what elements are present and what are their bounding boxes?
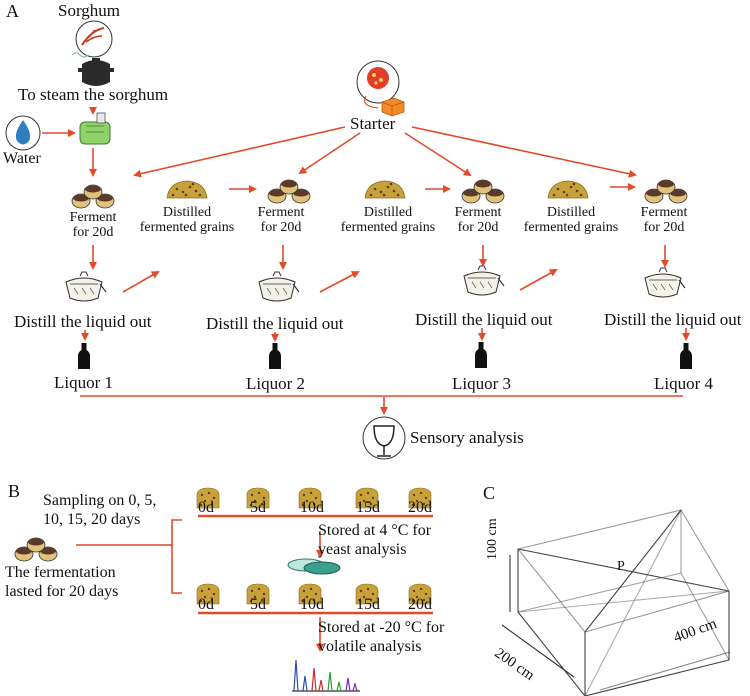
- still-icon-4: [644, 267, 686, 298]
- liquor-label-2: Liquor 2: [246, 374, 306, 393]
- grain-pile-icon-2: [364, 180, 406, 199]
- still-icon-1: [65, 271, 107, 302]
- room-box-wireframe: [501, 509, 731, 696]
- height-dimension-label: 100 cm: [485, 518, 500, 560]
- wine-glass-icon: [362, 416, 406, 460]
- ferment-label-3: Ferment for 20d: [440, 205, 516, 235]
- fermentation-pots-icon: [14, 537, 58, 562]
- liquor-label-3: Liquor 3: [452, 374, 512, 393]
- steam-label: To steam the sorghum: [18, 85, 169, 104]
- water-drop-icon: [5, 115, 41, 151]
- distilled-line-2: fermented grains: [523, 219, 619, 235]
- chromatogram-icon: [292, 659, 360, 692]
- point-p-label: P: [617, 559, 625, 574]
- fermentation-line-2: lasted for 20 days: [5, 583, 119, 601]
- ferment-pots-icon-1: [71, 184, 115, 209]
- liquor-label-4: Liquor 4: [654, 374, 714, 393]
- ferment-line-2: for 20d: [72, 224, 114, 240]
- steam-pot-icon: [71, 52, 114, 86]
- starter-label: Starter: [350, 114, 396, 133]
- sampling-line-2: 10, 15, 20 days: [43, 511, 141, 529]
- ferment-line-1: Ferment: [69, 210, 117, 225]
- stored-yeast-line-1: Stored at 4 °C for: [318, 522, 432, 539]
- stored-volatile-line-1: Stored at -20 °C for: [318, 619, 445, 636]
- ferment-pots-icon-4: [644, 179, 688, 204]
- sorghum-icon: [75, 20, 113, 58]
- panel-label-a: A: [6, 1, 19, 21]
- distilled-line-1: Distilled: [162, 205, 212, 220]
- bottle-icon-4: [680, 343, 692, 369]
- steamer-icon: [79, 112, 111, 145]
- fermentation-duration-label: The fermentation lasted for 20 days: [5, 563, 118, 601]
- distill-label-3: Distill the liquid out: [415, 310, 553, 329]
- ferment-label-2: Ferment for 20d: [243, 205, 319, 235]
- grain-pile-icon-1: [166, 180, 208, 199]
- sampling-line-1: Sampling on 0, 5,: [43, 492, 157, 509]
- panel-label-c: C: [483, 483, 496, 503]
- day-label-0-top: 0d: [198, 499, 214, 516]
- panel-label-b: B: [8, 481, 21, 501]
- day-label-15-bottom: 15d: [356, 596, 380, 613]
- bottle-icon-2: [269, 343, 281, 369]
- panel-b-arrows: [76, 519, 324, 652]
- still-icon-3: [463, 265, 505, 296]
- bottle-icon-3: [475, 342, 487, 368]
- stored-yeast-label: Stored at 4 °C for yeast analysis: [318, 521, 431, 559]
- day-label-0-bottom: 0d: [198, 596, 214, 613]
- ferment-label-1: Ferment for 20d: [55, 210, 131, 240]
- panel-a-arrows: [42, 107, 690, 415]
- ferment-pots-icon-2: [267, 179, 311, 204]
- day-label-5-top: 5d: [250, 499, 266, 516]
- grain-pile-icon-3: [547, 180, 589, 199]
- still-icon-2: [258, 271, 300, 302]
- day-label-20-bottom: 20d: [408, 596, 432, 613]
- stored-volatile-line-2: volatile analysis: [318, 638, 422, 656]
- bottle-icon-1: [78, 343, 90, 369]
- ferment-pots-icon-3: [461, 179, 505, 204]
- distilled-line-2: fermented grains: [139, 219, 235, 235]
- day-label-5-bottom: 5d: [250, 596, 266, 613]
- stored-yeast-line-2: yeast analysis: [318, 541, 407, 559]
- ferment-line-2: for 20d: [457, 219, 499, 235]
- sensory-analysis-label: Sensory analysis: [410, 428, 524, 447]
- distilled-grains-label-3: Distilled fermented grains: [516, 205, 626, 235]
- ferment-label-4: Ferment for 20d: [626, 205, 702, 235]
- distilled-line-2: fermented grains: [340, 219, 436, 235]
- petri-dish-icon: [287, 558, 341, 575]
- starter-icon: [356, 60, 405, 117]
- stored-volatile-label: Stored at -20 °C for volatile analysis: [318, 618, 444, 656]
- ferment-line-1: Ferment: [454, 205, 502, 220]
- distilled-grains-label-1: Distilled fermented grains: [132, 205, 242, 235]
- distilled-line-1: Distilled: [546, 205, 596, 220]
- sorghum-label: Sorghum: [58, 1, 121, 20]
- distill-label-4: Distill the liquid out: [604, 310, 742, 329]
- day-label-10-bottom: 10d: [300, 596, 324, 613]
- liquor-label-1: Liquor 1: [54, 373, 114, 392]
- day-label-10-top: 10d: [300, 499, 324, 516]
- ferment-line-1: Ferment: [640, 205, 688, 220]
- ferment-line-2: for 20d: [260, 219, 302, 235]
- ferment-line-2: for 20d: [643, 219, 685, 235]
- water-label: Water: [3, 150, 41, 167]
- day-label-20-top: 20d: [408, 499, 432, 516]
- distill-label-1: Distill the liquid out: [14, 312, 152, 331]
- sampling-label: Sampling on 0, 5, 10, 15, 20 days: [43, 491, 156, 529]
- fermentation-line-1: The fermentation: [5, 564, 116, 581]
- day-label-15-top: 15d: [356, 499, 380, 516]
- distilled-line-1: Distilled: [363, 205, 413, 220]
- ferment-line-1: Ferment: [257, 205, 305, 220]
- distill-label-2: Distill the liquid out: [206, 314, 344, 333]
- distilled-grains-label-2: Distilled fermented grains: [333, 205, 443, 235]
